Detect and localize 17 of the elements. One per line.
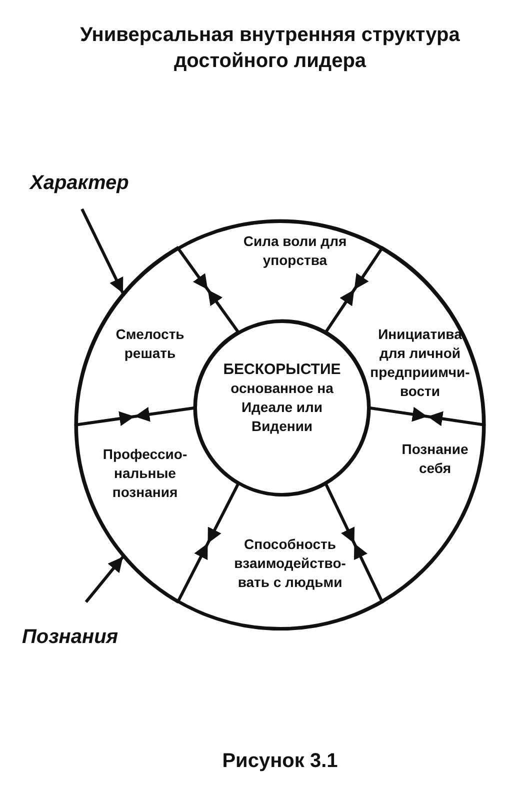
segment-text: Сила воли для упорства: [242, 232, 348, 270]
category-label: Познания: [22, 626, 152, 649]
center-text: основанное на Идеале или Видении: [230, 379, 334, 436]
title: Универсальная внутренняя структура достойного лидера: [79, 23, 461, 74]
segment-text: Способность взаимодейство-вать с людьми: [233, 534, 347, 592]
segment-text: Профессио-нальные познания: [102, 445, 188, 502]
center-circle: [194, 320, 370, 496]
segment-text: Инициатива для личной предприимчи-вости: [370, 324, 470, 401]
ring-segment: [178, 484, 382, 630]
figure-caption: Рисунок 3.1: [221, 750, 339, 773]
segment-text: Познание себя: [400, 440, 470, 478]
category-label: Характер: [30, 172, 140, 195]
center-heading: БЕСКОРЫСТИЕ: [222, 360, 342, 379]
arrow: [80, 208, 124, 294]
segment-text: Смелость решать: [114, 324, 186, 363]
arrow: [84, 556, 124, 603]
outer-ring: [75, 220, 485, 630]
